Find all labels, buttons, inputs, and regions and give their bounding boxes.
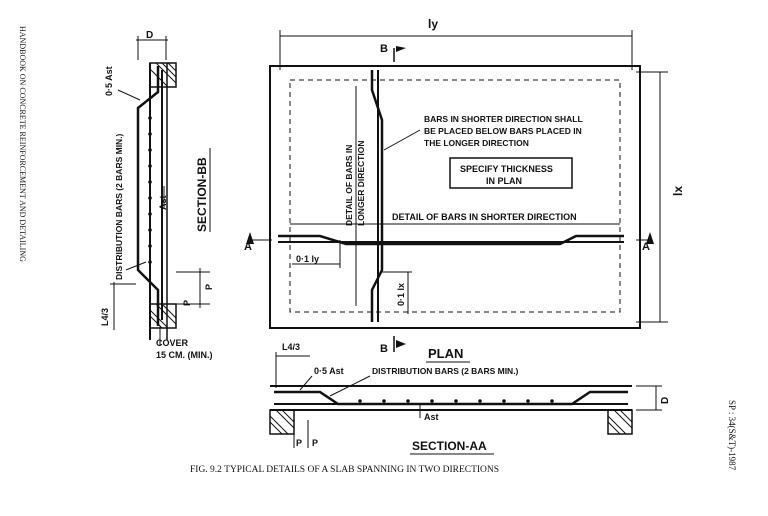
note-bars: BARS IN SHORTER DIRECTION SHALL BE PLACE… [424, 114, 585, 148]
specify-thickness-line2: IN PLAN [486, 176, 522, 186]
left-running-head: HANDBOOK ON CONCRETE REINFORCEMENT AND D… [18, 26, 27, 262]
shorter-direction-bar [278, 234, 624, 246]
section-aa-title: SECTION-AA [412, 439, 487, 453]
specify-thickness-line1: SPECIFY THICKNESS [460, 164, 553, 174]
dim-01ly: 0·1 ly [296, 254, 319, 264]
aa-dim-p: P [296, 438, 302, 448]
dim-l-over-4: L4/3 [100, 308, 110, 326]
section-mark-a-left: A [244, 241, 252, 253]
bent-bar [136, 66, 160, 326]
label-half-ast: 0·5 Ast [104, 66, 114, 96]
aa-right-support [607, 409, 633, 435]
label-ast: Ast [158, 195, 168, 210]
aa-label-ast: Ast [424, 412, 439, 422]
label-detail-shorter: DETAIL OF BARS IN SHORTER DIRECTION [392, 212, 577, 222]
plan-title: PLAN [428, 346, 463, 361]
section-bb: D 0·5 Ast Ast DISTRIBUTION BARS (2 BARS … [100, 30, 214, 360]
aa-dim-p2: P [312, 438, 318, 448]
aa-label-half-ast: 0·5 Ast [314, 366, 344, 376]
label-cover: COVER [156, 338, 189, 348]
label-distribution-bars: DISTRIBUTION BARS (2 BARS MIN.) [114, 133, 124, 280]
dim-p: P [204, 284, 214, 290]
support-dashed-line [289, 79, 621, 313]
section-aa: L4/3 0·5 Ast DISTRIBUTION BARS (2 BARS M… [269, 342, 671, 455]
dim-01lx: 0·1 lx [396, 283, 406, 306]
aa-label-distribution-bars: DISTRIBUTION BARS (2 BARS MIN.) [372, 366, 519, 376]
slab-outline [269, 65, 641, 329]
distribution-bar-dots [148, 116, 152, 264]
aa-dim-d: D [660, 397, 671, 404]
section-mark-a-right: A [642, 241, 650, 253]
label-detail-longer-2: LONGER DIRECTION [356, 141, 366, 226]
aa-bent-bar [274, 390, 628, 406]
specify-thickness-box [449, 157, 573, 189]
dim-lx: lx [671, 186, 685, 196]
aa-dim-l-over-4: L4/3 [282, 342, 300, 352]
dim-p-small: P [182, 300, 192, 306]
dim-d: D [146, 30, 153, 41]
aa-left-support [269, 409, 295, 435]
section-mark-b-bottom: B [380, 343, 388, 355]
dim-ly: ly [428, 17, 438, 31]
label-detail-longer: DETAIL OF BARS IN [344, 145, 354, 226]
section-bb-title: SECTION-BB [195, 157, 209, 232]
right-running-head: SP : 34(S&T)-1987 [727, 400, 737, 471]
longer-direction-bar [370, 70, 384, 322]
section-mark-b-top: B [380, 43, 388, 55]
figure-caption: FIG. 9.2 TYPICAL DETAILS OF A SLAB SPANN… [190, 465, 499, 475]
label-cover-min: 15 CM. (MIN.) [156, 350, 213, 360]
plan-view: ly lx A A B B PLAN BARS IN SHORTER DIREC… [244, 17, 685, 363]
